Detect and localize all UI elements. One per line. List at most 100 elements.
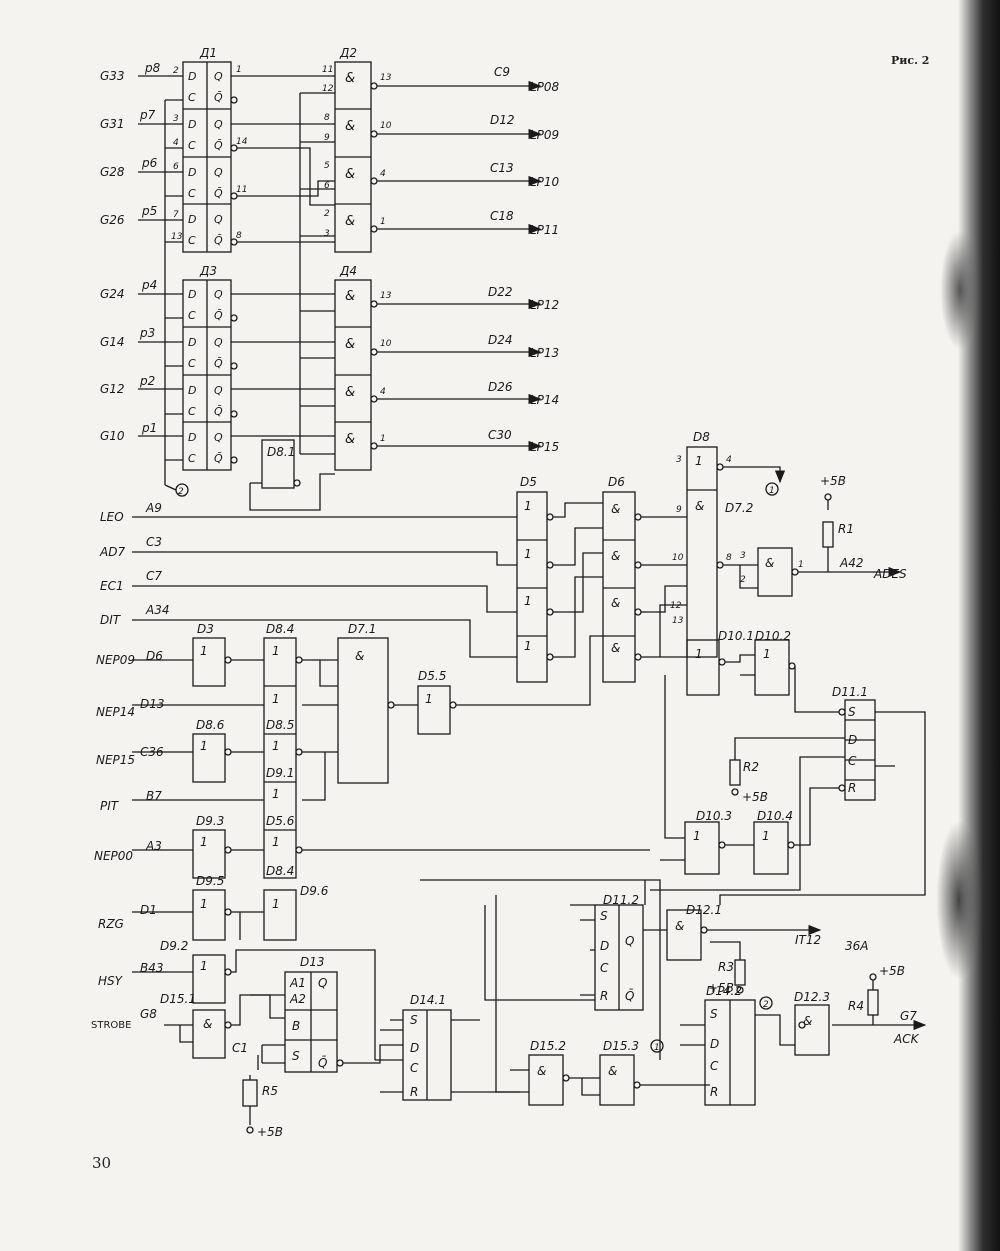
signal-leo: LEO xyxy=(100,510,124,524)
and-symbol: & xyxy=(345,119,355,134)
signal-nep15: NEP15 xyxy=(96,753,135,767)
svg-text:Q: Q xyxy=(625,934,634,948)
scan-smudge xyxy=(940,230,980,350)
svg-text:1: 1 xyxy=(763,647,771,661)
chip-d2: Д2 xyxy=(334,46,372,253)
svg-text:C30: C30 xyxy=(488,428,512,442)
svg-text:R1: R1 xyxy=(838,522,854,536)
svg-text:D8.5: D8.5 xyxy=(266,718,294,732)
signal-g24: G24 xyxy=(100,287,125,301)
resistor-r1 xyxy=(822,521,834,548)
svg-text:&: & xyxy=(695,499,704,513)
pin-q: Q xyxy=(214,213,223,226)
svg-text:4: 4 xyxy=(380,387,386,397)
svg-text:10: 10 xyxy=(672,553,684,563)
signal-g12: G12 xyxy=(100,382,125,396)
pin-d: D xyxy=(188,166,196,179)
signal-g33: G33 xyxy=(100,69,125,83)
svg-text:2: 2 xyxy=(178,487,184,497)
svg-text:3: 3 xyxy=(740,551,746,561)
svg-text:D10.3: D10.3 xyxy=(696,809,732,823)
svg-text:C: C xyxy=(188,405,196,418)
chip-d4: Д4 xyxy=(334,264,372,471)
svg-text:Q̄: Q̄ xyxy=(214,357,223,370)
svg-text:4: 4 xyxy=(173,138,179,148)
svg-text:Q̄: Q̄ xyxy=(214,405,223,418)
svg-text:1: 1 xyxy=(272,835,280,849)
svg-text:1: 1 xyxy=(200,959,208,973)
pin-q: Q xyxy=(214,70,223,83)
svg-text:A34: A34 xyxy=(145,603,169,617)
svg-text:C: C xyxy=(188,357,196,370)
svg-text:2: 2 xyxy=(740,575,746,585)
svg-text:10: 10 xyxy=(380,121,392,131)
chip-d123 xyxy=(794,1004,830,1056)
svg-text:p3: p3 xyxy=(139,326,155,340)
pin-c: C xyxy=(188,187,196,200)
svg-text:+5B: +5B xyxy=(879,964,905,978)
svg-text:C3: C3 xyxy=(146,535,162,549)
svg-text:D24: D24 xyxy=(488,333,513,347)
svg-text:R: R xyxy=(410,1085,418,1099)
svg-text:D: D xyxy=(848,733,857,747)
svg-text:D: D xyxy=(710,1037,719,1051)
svg-text:&: & xyxy=(345,385,355,400)
svg-text:S: S xyxy=(710,1007,718,1021)
svg-text:p2: p2 xyxy=(139,374,155,388)
svg-text:D: D xyxy=(600,939,609,953)
svg-text:D5: D5 xyxy=(520,475,537,489)
svg-text:&: & xyxy=(203,1017,212,1031)
svg-text:R: R xyxy=(710,1085,718,1099)
chip-label: Д3 xyxy=(199,264,217,278)
svg-text:1: 1 xyxy=(272,692,280,706)
svg-text:&: & xyxy=(611,596,620,610)
svg-text:B43: B43 xyxy=(140,961,164,975)
chip-d103 xyxy=(684,821,720,875)
signal-nep00: NEP00 xyxy=(94,849,133,863)
svg-text:Q: Q xyxy=(214,384,223,397)
svg-text:D11.2: D11.2 xyxy=(603,893,639,907)
svg-text:3: 3 xyxy=(676,455,682,465)
svg-text:D: D xyxy=(188,384,196,397)
pin-d: D xyxy=(188,118,196,131)
svg-text:&: & xyxy=(345,289,355,304)
svg-text:D15.1: D15.1 xyxy=(160,992,196,1006)
svg-text:8: 8 xyxy=(726,553,732,563)
svg-text:p6: p6 xyxy=(141,156,158,170)
svg-text:8: 8 xyxy=(236,231,242,241)
svg-text:D14.1: D14.1 xyxy=(410,993,446,1007)
chip-d8 xyxy=(686,446,718,658)
svg-text:LP09: LP09 xyxy=(530,128,559,142)
svg-text:p1: p1 xyxy=(141,421,157,435)
svg-text:D14.2: D14.2 xyxy=(706,984,742,998)
svg-text:R3: R3 xyxy=(718,960,734,974)
svg-text:D10.1: D10.1 xyxy=(718,629,754,643)
svg-text:2: 2 xyxy=(763,1000,769,1010)
svg-text:D12.1: D12.1 xyxy=(686,903,722,917)
svg-text:&: & xyxy=(537,1064,546,1078)
svg-text:12: 12 xyxy=(322,84,334,94)
svg-text:B: B xyxy=(292,1019,300,1033)
svg-text:D5.5: D5.5 xyxy=(418,669,446,683)
signal-pit: PIT xyxy=(100,799,120,813)
svg-text:1: 1 xyxy=(200,835,208,849)
signal-ec1: EC1 xyxy=(100,579,124,593)
signal-hsy: HSY xyxy=(98,974,124,988)
svg-text:1: 1 xyxy=(425,692,433,706)
svg-text:D7.1: D7.1 xyxy=(348,622,376,636)
svg-text:C: C xyxy=(710,1059,719,1073)
svg-text:A42: A42 xyxy=(839,556,863,570)
svg-text:C: C xyxy=(188,309,196,322)
pin-c: C xyxy=(188,234,196,247)
svg-text:D9.5: D9.5 xyxy=(196,874,224,888)
chip-d6 xyxy=(602,491,636,683)
svg-text:D6: D6 xyxy=(146,649,163,663)
svg-text:LP10: LP10 xyxy=(530,175,560,189)
svg-text:36A: 36A xyxy=(845,939,868,953)
scan-edge-shadow xyxy=(958,0,1000,1251)
signal-g31: G31 xyxy=(100,117,125,131)
svg-text:3: 3 xyxy=(173,114,179,124)
svg-text:IT12: IT12 xyxy=(795,933,821,947)
svg-text:1: 1 xyxy=(272,787,280,801)
